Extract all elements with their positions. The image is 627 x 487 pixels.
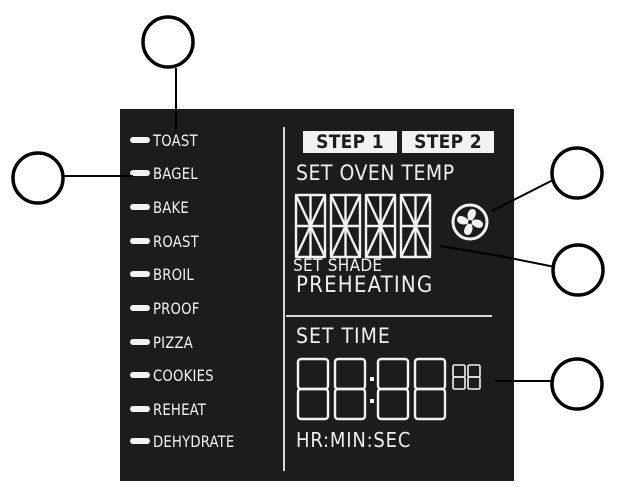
menu-item-label: PROOF xyxy=(153,298,200,318)
step-1-badge: STEP 1 xyxy=(303,131,397,153)
indicator-dash-icon xyxy=(130,372,150,378)
divider-horizontal xyxy=(286,315,492,317)
indicator-dash-icon xyxy=(130,305,150,311)
callout-circle-e xyxy=(550,146,604,200)
menu-item-cookies: COOKIES xyxy=(130,362,219,388)
menu-item-roast: ROAST xyxy=(130,228,203,254)
menu-item-label: COOKIES xyxy=(153,365,214,385)
menu-item-label: BAGEL xyxy=(153,163,198,183)
menu-item-reheat: REHEAT xyxy=(130,396,211,422)
indicator-dash-icon xyxy=(130,204,150,210)
sixteen-segment-digit xyxy=(399,193,432,259)
set-oven-temp-label: SET OVEN TEMP xyxy=(296,161,455,185)
seven-segment-digit-small xyxy=(452,364,466,390)
indicator-dash-icon xyxy=(130,238,150,244)
leader-line-c xyxy=(439,245,556,268)
callout-label-b: b xyxy=(28,154,48,200)
seven-segment-digit xyxy=(333,357,367,421)
control-panel-display: TOAST BAGEL BAKE ROAST BROIL PROOF PIZZA xyxy=(120,109,514,481)
menu-item-label: BAKE xyxy=(153,197,189,217)
time-digits xyxy=(296,357,481,421)
menu-item-pizza: PIZZA xyxy=(130,329,196,355)
temperature-digits xyxy=(294,193,489,421)
callout-label-c: c xyxy=(570,246,586,292)
menu-item-bagel: BAGEL xyxy=(130,160,202,186)
callout-circle-c xyxy=(551,243,605,297)
indicator-dash-icon xyxy=(130,406,150,412)
seven-segment-digit xyxy=(413,357,447,421)
indicator-dash-icon xyxy=(130,170,150,176)
sixteen-segment-digit xyxy=(329,193,362,259)
menu-item-toast: TOAST xyxy=(130,127,202,153)
sixteen-segment-digit xyxy=(294,193,327,259)
step-2-badge: STEP 2 xyxy=(402,131,494,153)
menu-item-label: DEHYDRATE xyxy=(153,431,235,451)
colon-separator xyxy=(370,377,374,403)
preheating-label: PREHEATING xyxy=(296,273,434,298)
callout-label-d: d xyxy=(567,360,587,406)
sixteen-segment-digit xyxy=(364,193,397,259)
callout-circle-a xyxy=(141,15,195,69)
menu-item-label: BROIL xyxy=(153,264,194,284)
time-format-label: HR:MIN:SEC xyxy=(296,428,412,452)
indicator-dash-icon xyxy=(130,271,150,277)
callout-circle-d xyxy=(550,357,604,411)
fan-icon xyxy=(451,203,489,241)
menu-item-proof: PROOF xyxy=(130,295,204,321)
set-shade-label: SET SHADE xyxy=(293,256,383,276)
callout-circle-b xyxy=(11,151,65,205)
indicator-dash-icon xyxy=(130,339,150,345)
callout-label-e: e xyxy=(567,149,587,195)
indicator-dash-icon xyxy=(130,438,150,444)
callout-label-a: a xyxy=(158,18,178,64)
menu-item-label: TOAST xyxy=(153,130,198,150)
menu-item-label: ROAST xyxy=(153,231,199,251)
set-time-label: SET TIME xyxy=(296,324,391,348)
seven-segment-digit xyxy=(296,357,330,421)
menu-item-dehydrate: DEHYDRATE xyxy=(130,428,242,454)
cooking-function-menu: TOAST BAGEL BAKE ROAST BROIL PROOF PIZZA xyxy=(120,109,280,481)
menu-item-label: REHEAT xyxy=(153,399,207,419)
seven-segment-digit-small xyxy=(467,364,481,390)
menu-item-bake: BAKE xyxy=(130,194,192,220)
menu-item-label: PIZZA xyxy=(153,332,194,352)
seven-segment-digit xyxy=(376,357,410,421)
divider-vertical xyxy=(283,127,285,471)
indicator-dash-icon xyxy=(130,137,150,143)
leader-line-e xyxy=(491,179,554,212)
menu-item-broil: BROIL xyxy=(130,261,197,287)
